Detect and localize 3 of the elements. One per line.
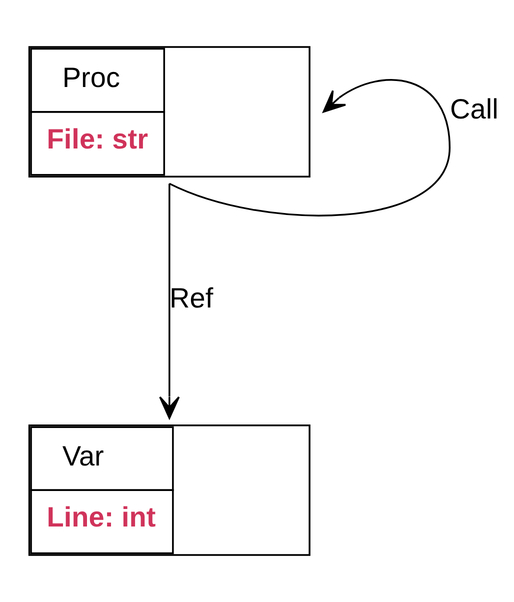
arrow xyxy=(159,184,180,419)
edge-label: Call xyxy=(450,93,498,124)
edge-label: Ref xyxy=(170,282,214,314)
